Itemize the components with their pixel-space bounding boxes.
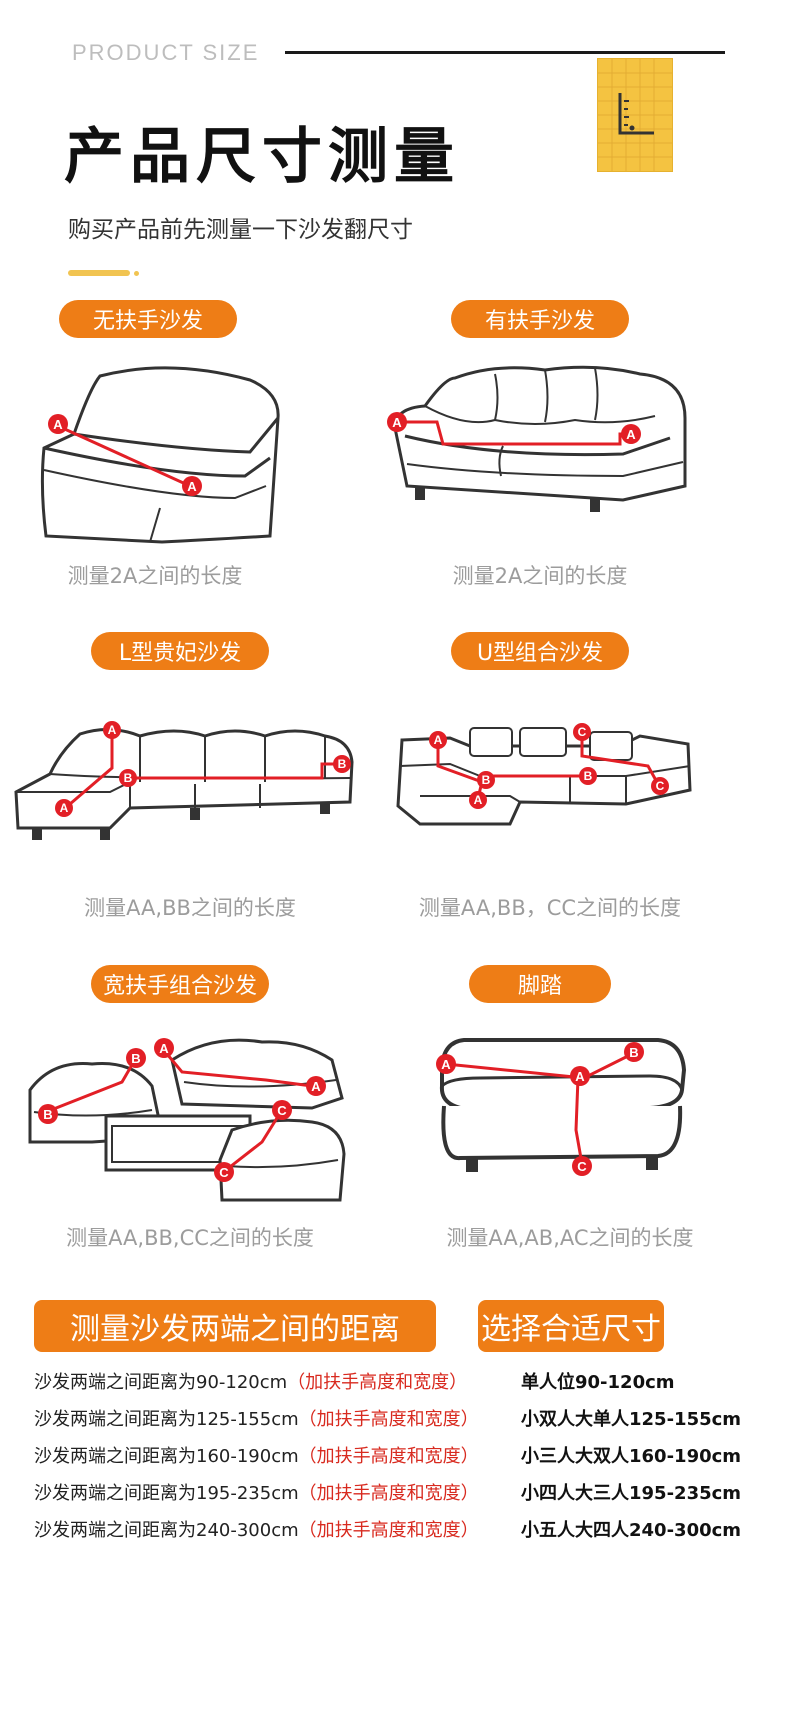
marker-a-icon: A	[182, 476, 202, 496]
svg-text:B: B	[43, 1107, 52, 1122]
armless-sofa-illustration: A A	[40, 366, 280, 544]
size-text: 小双人大单人125-155cm	[521, 1409, 742, 1430]
svg-text:C: C	[219, 1165, 229, 1180]
marker-b-icon: B	[126, 1048, 146, 1068]
svg-text:C: C	[577, 1159, 587, 1174]
size-header: 选择合适尺寸	[478, 1300, 664, 1352]
note-text: （加扶手高度和宽度）	[298, 1446, 479, 1467]
measure-text: 沙发两端之间距离为90-120cm	[34, 1372, 288, 1393]
marker-a-icon: A	[621, 424, 641, 444]
marker-b-icon: B	[579, 767, 597, 785]
marker-a-icon: A	[55, 799, 73, 817]
svg-text:A: A	[441, 1057, 451, 1072]
svg-text:B: B	[338, 757, 347, 771]
marker-b-icon: B	[477, 771, 495, 789]
svg-text:A: A	[626, 427, 636, 442]
ruler-icon	[597, 58, 673, 172]
marker-a-icon: A	[436, 1054, 456, 1074]
note-text: （加扶手高度和宽度）	[298, 1483, 479, 1504]
svg-text:A: A	[187, 479, 197, 494]
note-text: （加扶手高度和宽度）	[287, 1372, 468, 1393]
subtitle: 购买产品前先测量一下沙发翻尺寸	[68, 217, 413, 243]
size-text: 小三人大双人160-190cm	[521, 1446, 742, 1467]
measure-text: 沙发两端之间距离为125-155cm	[34, 1409, 299, 1430]
marker-c-icon: C	[651, 777, 669, 795]
title-divider	[285, 51, 725, 54]
marker-a-icon: A	[570, 1066, 590, 1086]
u-shaped-sofa-illustration: A A B B C C	[396, 723, 692, 826]
en-title: PRODUCT SIZE	[72, 40, 260, 65]
accent-dot	[134, 271, 139, 276]
marker-a-icon: A	[154, 1038, 174, 1058]
marker-a-icon: A	[469, 791, 487, 809]
marker-b-icon: B	[624, 1042, 644, 1062]
svg-text:A: A	[108, 723, 117, 737]
caption-ottoman: 测量AA,AB,AC之间的长度	[446, 1226, 694, 1250]
svg-text:A: A	[53, 417, 63, 432]
ottoman-illustration: A A B C	[436, 1038, 687, 1176]
wide-arm-sofa-set-illustration: B B A A C C	[28, 1038, 346, 1202]
svg-text:C: C	[277, 1103, 287, 1118]
table-row: 沙发两端之间距离为240-300cm（加扶手高度和宽度）	[34, 1516, 479, 1546]
table-row: 沙发两端之间距离为125-155cm（加扶手高度和宽度）	[34, 1405, 479, 1435]
marker-a-icon: A	[387, 412, 407, 432]
measure-text: 沙发两端之间距离为160-190cm	[34, 1446, 299, 1467]
table-row: 沙发两端之间距离为90-120cm（加扶手高度和宽度）	[34, 1368, 467, 1398]
label-ottoman: 脚踏	[469, 965, 611, 1003]
svg-text:A: A	[392, 415, 402, 430]
size-text: 小四人大三人195-235cm	[521, 1483, 742, 1504]
table-row: 沙发两端之间距离为195-235cm（加扶手高度和宽度）	[34, 1479, 479, 1509]
measure-header: 测量沙发两端之间的距离	[34, 1300, 436, 1352]
note-text: （加扶手高度和宽度）	[298, 1409, 479, 1430]
svg-text:A: A	[60, 801, 69, 815]
caption-u-shaped-sofa: 测量AA,BB，CC之间的长度	[418, 896, 682, 920]
marker-a-icon: A	[103, 721, 121, 739]
marker-a-icon: A	[48, 414, 68, 434]
marker-a-icon: A	[429, 731, 447, 749]
label-armless-sofa: 无扶手沙发	[59, 300, 237, 338]
marker-a-icon: A	[306, 1076, 326, 1096]
svg-text:C: C	[656, 779, 665, 793]
measure-text: 沙发两端之间距离为240-300cm	[34, 1520, 299, 1541]
caption-wide-arm-sofa-set: 测量AA,BB,CC之间的长度	[66, 1226, 314, 1250]
svg-text:B: B	[482, 773, 491, 787]
svg-text:B: B	[584, 769, 593, 783]
label-armed-sofa: 有扶手沙发	[451, 300, 629, 338]
caption-armless-sofa: 测量2A之间的长度	[67, 564, 243, 588]
svg-text:A: A	[575, 1069, 585, 1084]
marker-b-icon: B	[38, 1104, 58, 1124]
label-u-shaped-sofa: U型组合沙发	[451, 632, 629, 670]
svg-text:B: B	[124, 771, 133, 785]
svg-text:A: A	[474, 793, 483, 807]
label-l-shaped-sofa: L型贵妃沙发	[91, 632, 269, 670]
measure-text: 沙发两端之间距离为195-235cm	[34, 1483, 299, 1504]
page-title: 产品尺寸测量	[64, 122, 460, 192]
svg-text:B: B	[131, 1051, 140, 1066]
svg-text:A: A	[311, 1079, 321, 1094]
size-text: 单人位90-120cm	[521, 1372, 675, 1393]
size-text: 小五人大四人240-300cm	[521, 1520, 742, 1541]
caption-l-shaped-sofa: 测量AA,BB之间的长度	[84, 896, 296, 920]
svg-text:B: B	[629, 1045, 638, 1060]
svg-text:A: A	[159, 1041, 169, 1056]
marker-c-icon: C	[572, 1156, 592, 1176]
armed-sofa-illustration: A A	[387, 365, 687, 512]
note-text: （加扶手高度和宽度）	[298, 1520, 479, 1541]
l-shaped-sofa-illustration: A A B B	[14, 721, 354, 840]
svg-text:A: A	[434, 733, 443, 747]
marker-c-icon: C	[214, 1162, 234, 1182]
marker-c-icon: C	[272, 1100, 292, 1120]
caption-armed-sofa: 测量2A之间的长度	[452, 564, 628, 588]
svg-text:C: C	[578, 725, 587, 739]
label-wide-arm-sofa-set: 宽扶手组合沙发	[91, 965, 269, 1003]
accent-line	[68, 270, 130, 276]
marker-b-icon: B	[119, 769, 137, 787]
table-row: 沙发两端之间距离为160-190cm（加扶手高度和宽度）	[34, 1442, 479, 1472]
marker-b-icon: B	[333, 755, 351, 773]
marker-c-icon: C	[573, 723, 591, 741]
